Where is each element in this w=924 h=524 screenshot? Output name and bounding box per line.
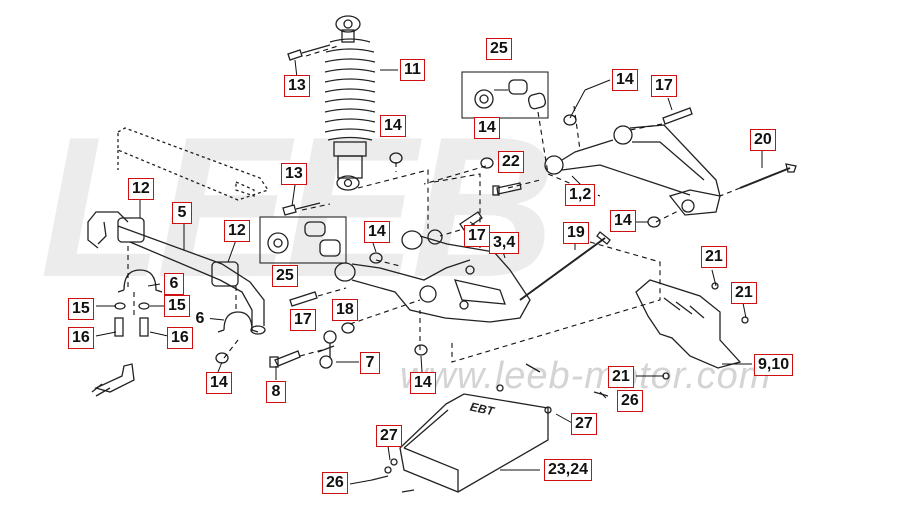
callout-27-r: 27 (571, 413, 597, 435)
clamp-left (117, 269, 163, 293)
callout-21-c: 21 (608, 366, 634, 388)
callout-14-spring: 14 (380, 115, 406, 137)
callout-25-mid: 25 (272, 265, 298, 287)
callout-5: 5 (172, 202, 192, 224)
callout-11: 11 (400, 59, 425, 81)
callout-14-top-right: 14 (612, 69, 638, 91)
callout-17-mid: 17 (464, 225, 490, 247)
bolt-13-mid (282, 202, 321, 216)
callout-9-10: 9,10 (754, 354, 794, 376)
nut-14-mid (480, 157, 494, 169)
callout-15-a: 15 (68, 298, 94, 320)
callout-14-right: 14 (610, 210, 636, 232)
callout-16-b: 16 (167, 327, 193, 349)
callout-22: 22 (498, 151, 524, 173)
callout-25-top: 25 (486, 38, 512, 60)
bolt-16-a (114, 317, 124, 337)
skid-plate-upper (635, 279, 749, 380)
nut-14-top (563, 114, 577, 126)
callout-12-mid: 12 (224, 220, 250, 242)
callout-14-bm: 14 (410, 372, 436, 394)
callout-16-a: 16 (68, 327, 94, 349)
skid-plate-lower (371, 363, 609, 493)
callout-23-24: 23,24 (544, 459, 593, 481)
nut-14-arm (369, 252, 383, 264)
nut-14-spring (389, 152, 403, 164)
callout-1-2: 1,2 (565, 184, 596, 206)
callout-8: 8 (266, 381, 286, 403)
bolt-19 (519, 231, 611, 301)
end-link (317, 330, 337, 369)
callout-12-left: 12 (128, 178, 154, 200)
site-watermark: www.leeb-motor.com (400, 355, 772, 397)
callout-26-r: 26 (617, 390, 643, 412)
callout-19: 19 (563, 222, 589, 244)
callout-27-l: 27 (376, 425, 402, 447)
assembly-lines (127, 45, 741, 363)
washer-15-a (114, 302, 126, 310)
callout-6-mid: 6 (190, 308, 210, 330)
bolt-17-right (662, 107, 693, 125)
stabilizer-bracket (117, 127, 270, 201)
callout-17-low: 17 (290, 309, 316, 331)
kit-boxes (259, 71, 549, 264)
callout-14-bl: 14 (206, 372, 232, 394)
bolt-17-low (289, 291, 318, 307)
callout-18: 18 (332, 299, 358, 321)
callout-21-a: 21 (701, 246, 727, 268)
bolt-16-b (139, 317, 149, 337)
bolt-17-mid (459, 211, 483, 231)
direction-arrow (91, 363, 135, 397)
bushing-kit-top (474, 79, 547, 110)
callout-14-mid: 14 (474, 117, 500, 139)
washer-15-b (138, 302, 150, 310)
upper-a-arm (544, 124, 721, 216)
callout-13-top: 13 (284, 75, 310, 97)
collar-18 (341, 322, 355, 334)
callout-26-l: 26 (322, 472, 348, 494)
bolt-22 (492, 182, 522, 196)
callout-21-b: 21 (731, 282, 757, 304)
callout-7: 7 (360, 352, 380, 374)
callout-17-top-right: 17 (651, 75, 677, 97)
stabilizer-bar (87, 211, 266, 335)
bushing-kit-mid (267, 221, 341, 257)
nut-14-bm (414, 344, 428, 356)
callout-14-arm: 14 (364, 221, 390, 243)
callout-6-left: 6 (164, 273, 184, 295)
shock-absorber (324, 15, 376, 191)
leader-lines (95, 59, 763, 485)
bolt-8 (269, 350, 301, 368)
clamp-mid (217, 311, 259, 333)
callout-3-4: 3,4 (489, 232, 520, 254)
callout-13-mid: 13 (281, 163, 307, 185)
bolt-13-top (287, 44, 331, 61)
callout-20: 20 (750, 129, 776, 151)
lower-a-arm (334, 229, 531, 323)
callout-15-b: 15 (164, 295, 190, 317)
bolt-20 (739, 163, 797, 189)
nut-14-right (647, 216, 661, 228)
